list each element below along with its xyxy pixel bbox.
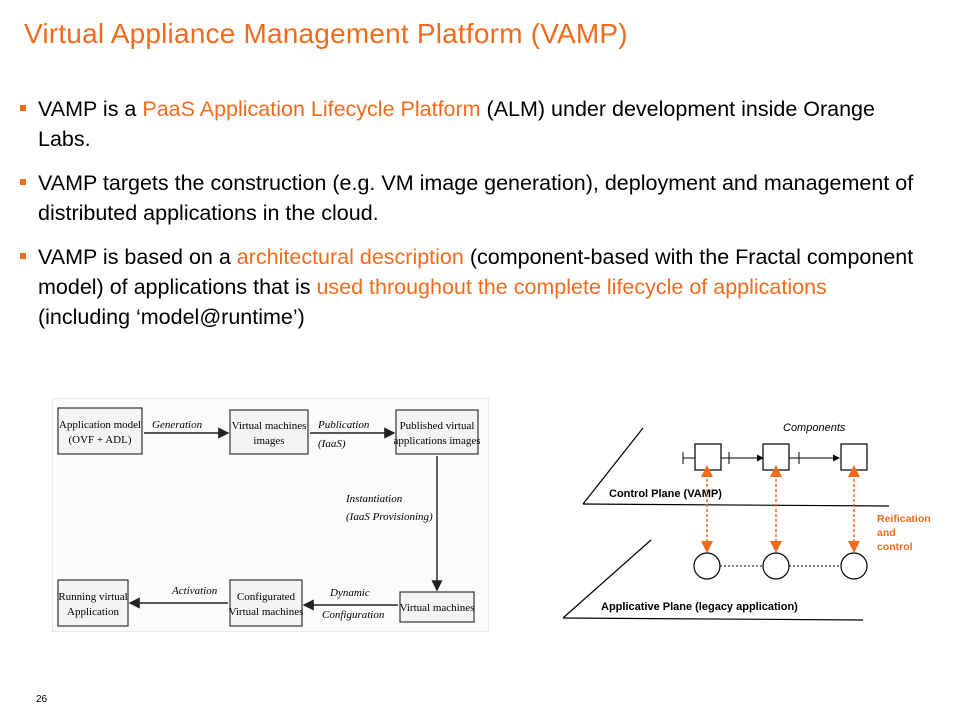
applicative-plane-base xyxy=(562,617,864,621)
control-plane-label: Control Plane (VAMP) xyxy=(609,488,722,500)
legacy-node-1 xyxy=(693,552,721,580)
control-plane-base xyxy=(582,503,890,507)
bullet-marker xyxy=(20,253,26,259)
bullet-3-text-1: VAMP is based on a xyxy=(38,245,237,269)
component-box-2 xyxy=(762,443,790,471)
bullet-1: VAMP is a PaaS Application Lifecycle Pla… xyxy=(20,94,920,154)
node-running-line2: Application xyxy=(67,606,119,618)
bullet-2: VAMP targets the construction (e.g. VM i… xyxy=(20,168,920,228)
bullet-3-highlight-2: used throughout the complete lifecycle o… xyxy=(316,275,827,299)
node-vm-images-line2: images xyxy=(253,435,284,447)
edge-instantiation-label: Instantiation xyxy=(345,493,403,505)
bullet-3: VAMP is based on a architectural descrip… xyxy=(20,242,920,332)
slide-title: Virtual Appliance Management Platform (V… xyxy=(24,18,628,49)
node-vm-images-line1: Virtual machines xyxy=(232,420,307,432)
edge-publication-sub: (IaaS) xyxy=(318,438,346,450)
node-app-model-line1: Application model xyxy=(59,419,141,431)
bullet-marker xyxy=(20,179,26,185)
reification-label-2: and xyxy=(877,527,896,539)
edge-generation-label: Generation xyxy=(152,419,203,431)
edge-configuration-label: Configuration xyxy=(322,609,385,621)
node-virtual-machines: Virtual machines xyxy=(399,591,475,623)
legacy-node-2 xyxy=(762,552,790,580)
bullet-3-text-3: (including ‘model@runtime’) xyxy=(38,305,305,329)
reification-label-3: control xyxy=(877,541,913,553)
control-plane-slant xyxy=(582,427,644,505)
bullet-1-highlight-1: PaaS Application Lifecycle Platform xyxy=(142,97,481,121)
node-configured-line1: Configurated xyxy=(237,591,296,603)
edge-activation-label: Activation xyxy=(171,585,218,597)
architecture-planes-diagram: Control Plane (VAMP) Components Applicat… xyxy=(562,422,931,621)
legacy-node-3 xyxy=(840,552,868,580)
node-vm-images: Virtual machines images xyxy=(229,409,309,455)
bullet-1-text-1: VAMP is a xyxy=(38,97,143,121)
applicative-plane-label: Applicative Plane (legacy application) xyxy=(601,601,798,613)
node-running-app: Running virtual Application xyxy=(57,579,129,627)
node-configured-vms: Configurated Virtual machines xyxy=(229,579,304,627)
lifecycle-flow-diagram: Application model (OVF + ADL) Virtual ma… xyxy=(52,398,489,632)
node-running-line1: Running virtual xyxy=(58,591,127,603)
component-box-3 xyxy=(840,443,868,471)
edge-instantiation-sub: (IaaS Provisioning) xyxy=(346,511,433,523)
bullet-2-text-1: VAMP targets the construction (e.g. VM i… xyxy=(38,171,914,225)
page-number: 26 xyxy=(36,694,48,705)
node-configured-line2: Virtual machines xyxy=(229,606,304,618)
edge-dynamic-label: Dynamic xyxy=(329,587,370,599)
node-app-model-line2: (OVF + ADL) xyxy=(68,434,131,446)
node-published-images: Published virtual applications images xyxy=(393,409,481,455)
edge-publication-label: Publication xyxy=(317,419,370,431)
node-app-model: Application model (OVF + ADL) xyxy=(57,407,143,455)
bullet-3-text-2: (component-based with the Fractal compon… xyxy=(38,245,914,299)
bullet-1-text-2: (ALM) under development inside Orange La… xyxy=(38,97,875,151)
applicative-plane-slant xyxy=(562,539,652,619)
component-box-1 xyxy=(694,443,722,471)
node-vms-line1: Virtual machines xyxy=(400,602,475,614)
bullet-3-highlight-1: architectural description xyxy=(236,245,464,269)
reification-label-1: Reification xyxy=(877,513,931,525)
bullet-list: VAMP is a PaaS Application Lifecycle Pla… xyxy=(20,94,920,346)
bullet-marker xyxy=(20,105,26,111)
node-published-line1: Published virtual xyxy=(400,420,475,432)
components-label: Components xyxy=(783,422,846,434)
node-published-line2: applications images xyxy=(393,435,480,447)
